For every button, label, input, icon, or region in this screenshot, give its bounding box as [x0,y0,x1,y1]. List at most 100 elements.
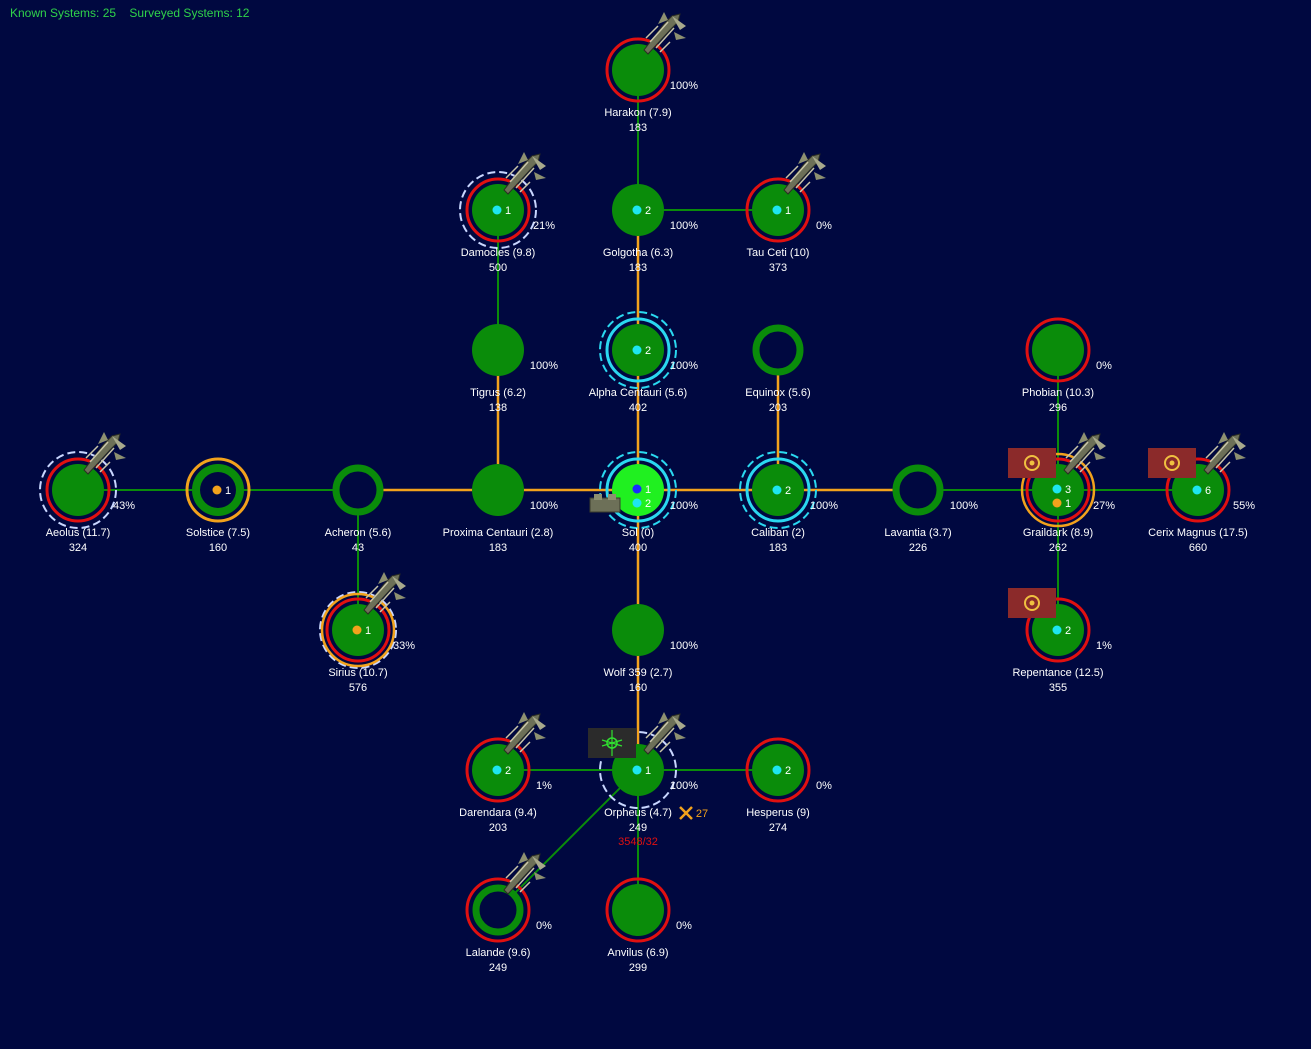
system-population: 203 [769,402,787,414]
system-population: 274 [769,822,787,834]
status-ring [605,317,671,383]
system-population: 160 [209,542,227,554]
status-ring [45,457,111,523]
fleet-dot-icon [1192,485,1202,495]
planet-icon[interactable] [472,464,524,516]
planet-icon[interactable] [612,884,664,936]
planet-icon[interactable] [612,44,664,96]
status-ring [465,177,531,243]
status-ring [605,37,671,103]
faction-flag-icon[interactable] [1148,448,1196,478]
status-ring [1165,457,1231,523]
system-name: Caliban (2) [751,527,805,539]
system-name: Anvilus (6.9) [607,947,668,959]
ship-icon[interactable] [1203,431,1247,475]
fleet-dot-icon [632,498,642,508]
ship-icon[interactable] [503,711,547,755]
jump-lane [497,769,639,911]
faction-flag-icon[interactable] [1008,448,1056,478]
fleet-count: 1 [645,765,651,777]
fleet-count: 3 [1065,484,1071,496]
ship-icon[interactable] [1063,431,1107,475]
fleet-dot-icon [772,485,782,495]
system-acheron[interactable]: Acheron (5.6)43 [325,464,392,554]
combat-marker-icon [679,806,693,820]
survey-percent: 100% [530,360,558,372]
fleet-dot-icon [212,485,222,495]
fleet-dot-icon [1052,625,1062,635]
planet-icon[interactable] [1032,324,1084,376]
fleet-dot-icon [492,765,502,775]
system-population: 262 [1049,542,1067,554]
planet-icon[interactable] [752,324,804,376]
ship-icon[interactable] [783,151,827,195]
status-ring [185,457,251,523]
ship-icon[interactable] [363,571,407,615]
survey-percent: 100% [670,780,698,792]
system-equinox[interactable]: Equinox (5.6) 203 [745,324,811,414]
system-population: 576 [349,682,367,694]
system-name: Sirius (10.7) [328,667,387,679]
planet-icon[interactable] [892,464,944,516]
survey-ring [599,731,677,809]
faction-flag-icon[interactable] [1008,588,1056,618]
survey-percent: 1% [1096,640,1112,652]
status-ring [605,457,671,523]
combat-count: 27 [696,808,708,820]
planet-icon[interactable] [472,884,524,936]
system-population: 160 [629,682,647,694]
fleet-dot-icon [632,345,642,355]
system-name: Harakon (7.9) [604,107,671,119]
status-ring [745,737,811,803]
fleet-count: 1 [365,625,371,637]
status-ring [465,877,531,943]
planet-icon[interactable] [472,324,524,376]
survey-percent: 21% [533,220,555,232]
survey-percent: 100% [530,500,558,512]
ship-icon[interactable] [503,151,547,195]
system-population: 324 [69,542,87,554]
fleet-count: 2 [645,345,651,357]
station-icon[interactable] [589,494,621,513]
planet-icon[interactable] [612,604,664,656]
ship-icon[interactable] [643,11,687,55]
alien-contact-icon[interactable] [588,728,636,758]
system-population: 299 [629,962,647,974]
fleet-dot-icon [772,205,782,215]
system-population: 296 [1049,402,1067,414]
ship-icon[interactable] [83,431,127,475]
system-name: Aeolus (11.7) [46,527,111,539]
ship-icon[interactable] [643,711,687,755]
system-name: Equinox (5.6) [745,387,810,399]
survey-ring [39,451,117,529]
system-population: 183 [629,122,647,134]
planet-icon[interactable] [332,464,384,516]
ship-icon[interactable] [503,851,547,895]
status-ring [1020,452,1096,528]
planet-icon[interactable] [52,464,104,516]
